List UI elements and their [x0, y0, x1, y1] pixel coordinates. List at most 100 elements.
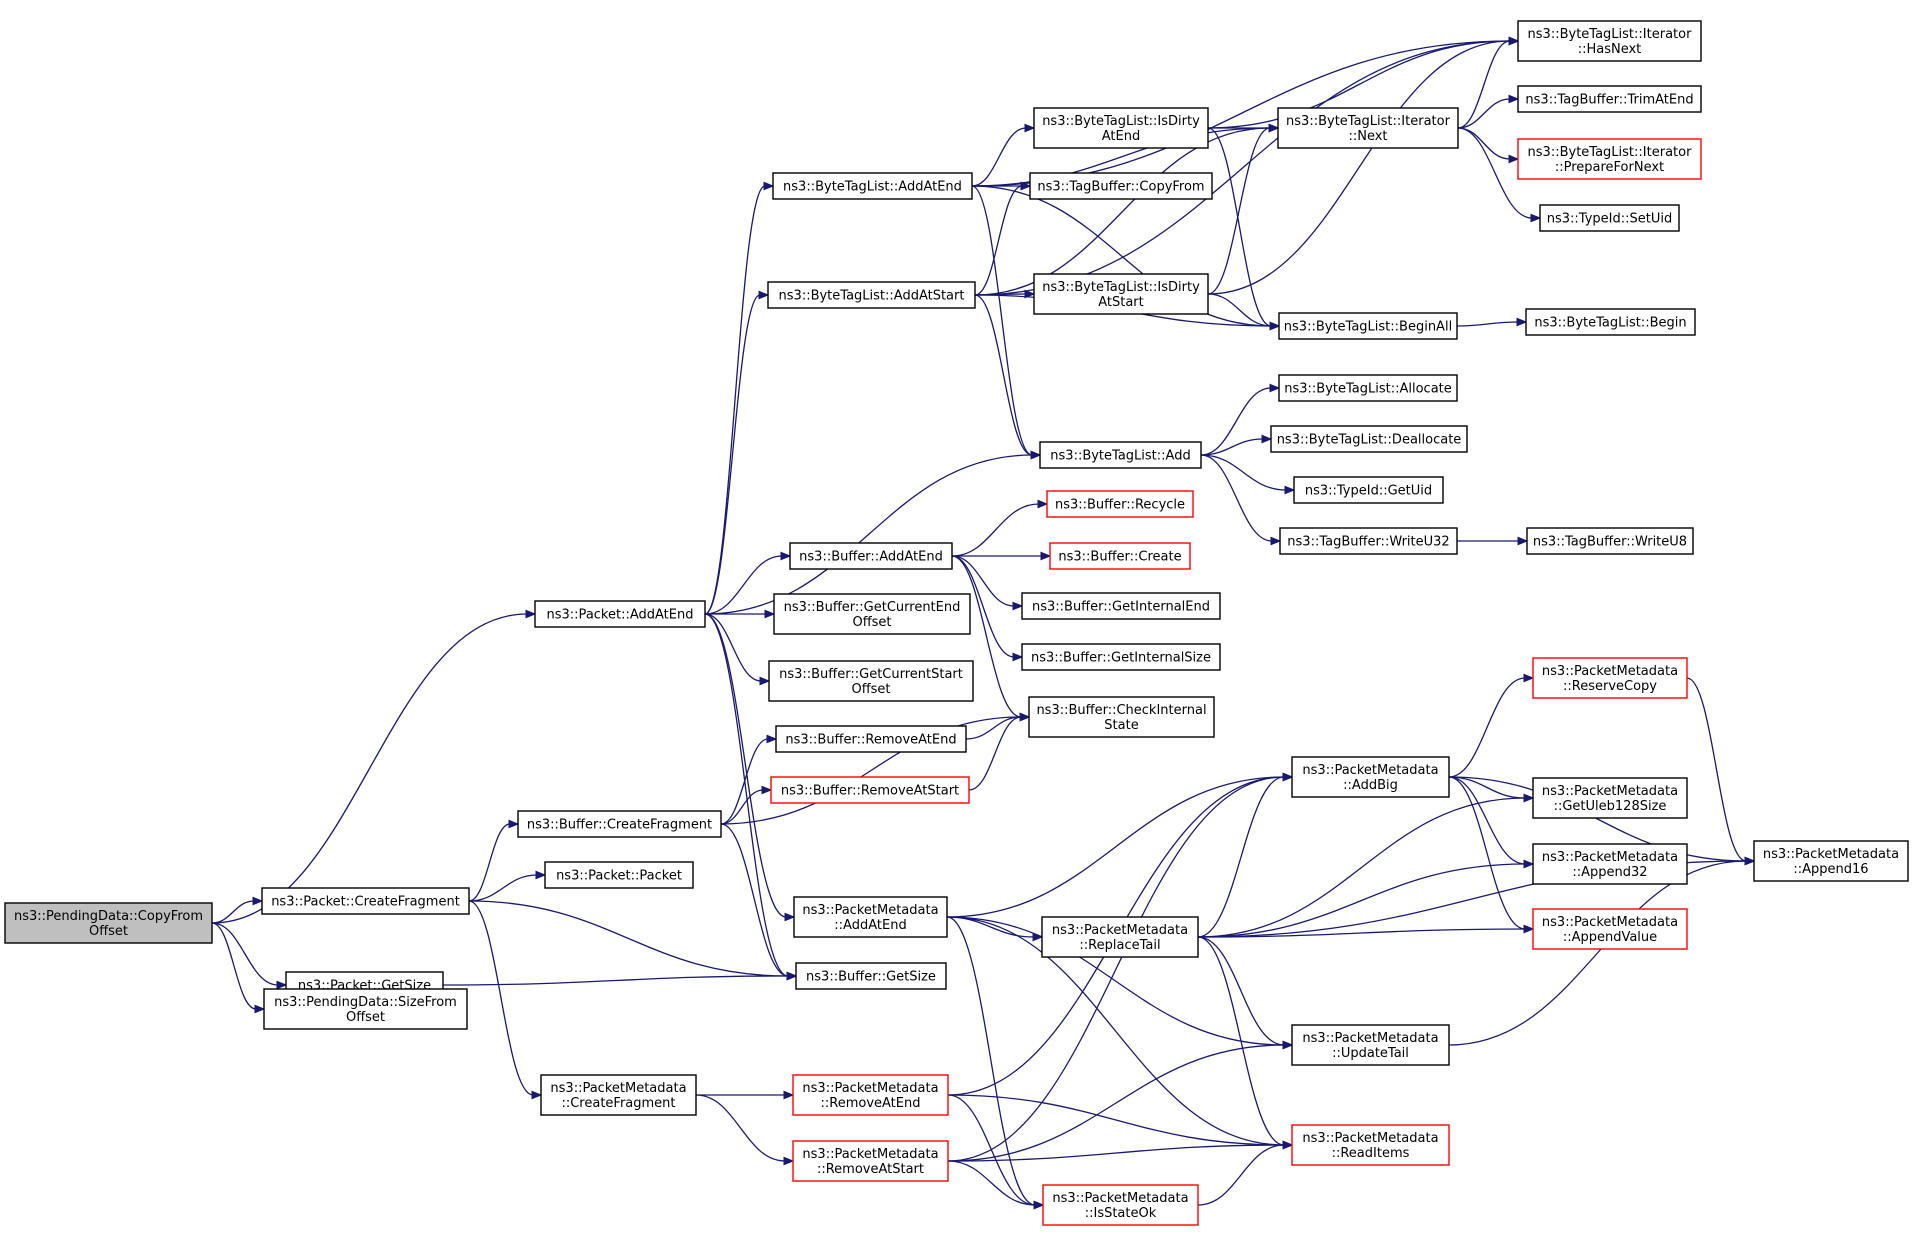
node-packetmetadata-addatend[interactable]: ns3::PacketMetadata::AddAtEnd [793, 896, 948, 938]
node-buffer-getinternalsize[interactable]: ns3::Buffer::GetInternalSize [1021, 643, 1221, 671]
node-bytetaglist-iterator-preparefornext[interactable]: ns3::ByteTagList::Iterator::PrepareForNe… [1517, 138, 1702, 180]
node-label-line: ::PrepareForNext [1555, 160, 1664, 175]
node-tagbuffer-writeu32[interactable]: ns3::TagBuffer::WriteU32 [1279, 527, 1458, 555]
node-label-line: ns3::ByteTagList::Add [1050, 449, 1190, 464]
node-bytetaglist-addatstart[interactable]: ns3::ByteTagList::AddAtStart [767, 281, 976, 309]
call-edge-n31-n30 [1457, 36, 1520, 129]
node-box [1291, 756, 1450, 798]
node-bytetaglist-beginall[interactable]: ns3::ByteTagList::BeginAll [1278, 312, 1458, 340]
node-buffer-create[interactable]: ns3::Buffer::Create [1049, 542, 1191, 570]
node-label-line: ns3::PacketMetadata [1302, 1031, 1438, 1046]
node-packetmetadata-removeatstart[interactable]: ns3::PacketMetadata::RemoveAtStart [792, 1140, 949, 1182]
node-label-line: ns3::ByteTagList::Iterator [1286, 114, 1451, 129]
node-bytetaglist-add[interactable]: ns3::ByteTagList::Add [1039, 441, 1202, 469]
node-bytetaglist-allocate[interactable]: ns3::ByteTagList::Allocate [1278, 374, 1458, 402]
node-box [792, 1140, 949, 1182]
node-buffer-createfragment[interactable]: ns3::Buffer::CreateFragment [517, 810, 722, 838]
node-tagbuffer-writeu8[interactable]: ns3::TagBuffer::WriteU8 [1526, 527, 1694, 555]
node-typeid-getuid[interactable]: ns3::TypeId::GetUid [1293, 476, 1444, 504]
node-buffer-getsize[interactable]: ns3::Buffer::GetSize [795, 962, 947, 990]
node-label-line: Offset [89, 924, 128, 939]
node-label-line: ns3::TagBuffer::WriteU8 [1533, 535, 1687, 550]
call-edge-n1-n10 [704, 613, 771, 686]
call-edge-n1-n15 [704, 613, 796, 922]
node-buffer-removeatstart[interactable]: ns3::Buffer::RemoveAtStart [770, 776, 970, 804]
node-label-line: ns3::Buffer::RemoveAtStart [781, 784, 959, 799]
call-edge-n22-n32 [1207, 293, 1281, 331]
node-box [767, 281, 976, 309]
node-label-line: ns3::Buffer::GetInternalEnd [1032, 600, 1210, 615]
call-edge-n20-n32 [1207, 127, 1281, 331]
node-bytetaglist-iterator-hasnext[interactable]: ns3::ByteTagList::Iterator::HasNext [1517, 20, 1702, 62]
call-edge-n7-n33 [1200, 383, 1281, 456]
node-box [1046, 490, 1194, 518]
node-box [263, 988, 468, 1030]
node-label-line: ns3::PacketMetadata [802, 1147, 938, 1162]
node-box [1278, 312, 1458, 340]
node-label-line: ns3::Buffer::GetSize [806, 970, 936, 985]
node-bytetaglist-iterator-next[interactable]: ns3::ByteTagList::Iterator::Next [1277, 107, 1459, 149]
node-packetmetadata-createfragment[interactable]: ns3::PacketMetadata::CreateFragment [540, 1074, 697, 1116]
call-edge-n5-n7 [971, 185, 1042, 460]
node-packetmetadata-isstateok[interactable]: ns3::PacketMetadata::IsStateOk [1042, 1184, 1199, 1226]
node-buffer-recycle[interactable]: ns3::Buffer::Recycle [1046, 490, 1194, 518]
call-edge-n37-n45 [1448, 673, 1535, 778]
node-label-line: ns3::Buffer::CreateFragment [527, 818, 712, 833]
call-edge-n1-n9 [704, 609, 776, 619]
call-edge-n0-n2 [211, 896, 264, 924]
node-buffer-getinternalend[interactable]: ns3::Buffer::GetInternalEnd [1021, 592, 1221, 620]
node-label-line: ns3::PacketMetadata [1302, 763, 1438, 778]
call-edge-n15-n37 [946, 772, 1294, 918]
node-bytetaglist-addatend[interactable]: ns3::ByteTagList::AddAtEnd [772, 172, 973, 200]
node-box [1278, 374, 1458, 402]
call-edge-n28-n47 [1197, 859, 1535, 938]
node-label-line: ns3::Buffer::GetInternalSize [1031, 651, 1211, 666]
call-edge-n13-n12 [720, 785, 773, 825]
node-packetmetadata-appendvalue[interactable]: ns3::PacketMetadata::AppendValue [1532, 908, 1688, 950]
node-label-line: ns3::ByteTagList::AddAtEnd [783, 180, 962, 195]
node-packet-packet[interactable]: ns3::Packet::Packet [544, 861, 694, 889]
node-box [1021, 643, 1221, 671]
node-bytetaglist-begin[interactable]: ns3::ByteTagList::Begin [1525, 308, 1696, 336]
node-tagbuffer-trimatend[interactable]: ns3::TagBuffer::TrimAtEnd [1517, 85, 1702, 113]
node-box [1039, 441, 1202, 469]
node-packetmetadata-reservecopy[interactable]: ns3::PacketMetadata::ReserveCopy [1532, 657, 1688, 699]
call-edge-n22-n31 [1207, 123, 1280, 295]
node-box [772, 172, 973, 200]
node-packetmetadata-readitems[interactable]: ns3::PacketMetadata::ReadItems [1291, 1124, 1450, 1166]
node-buffer-removeatend[interactable]: ns3::Buffer::RemoveAtEnd [775, 725, 967, 753]
node-label-line: ns3::ByteTagList::Deallocate [1277, 433, 1462, 448]
call-edge-n15-n29 [946, 916, 1045, 1210]
call-edge-n22-n30 [1207, 36, 1520, 295]
node-packetmetadata-updatetail[interactable]: ns3::PacketMetadata::UpdateTail [1291, 1024, 1450, 1066]
node-packetmetadata-removeatend[interactable]: ns3::PacketMetadata::RemoveAtEnd [792, 1074, 949, 1116]
call-edge-n38-n49 [1448, 856, 1756, 1046]
node-packetmetadata-getuleb128size[interactable]: ns3::PacketMetadata::GetUleb128Size [1532, 777, 1688, 819]
node-packet-addatend[interactable]: ns3::Packet::AddAtEnd [534, 600, 706, 628]
node-bytetaglist-deallocate[interactable]: ns3::ByteTagList::Deallocate [1270, 425, 1468, 453]
node-packetmetadata-replacetail[interactable]: ns3::PacketMetadata::ReplaceTail [1041, 916, 1199, 958]
call-edge-n13-n27 [720, 712, 1031, 825]
node-label-line: ns3::PacketMetadata [550, 1081, 686, 1096]
node-label-line: ns3::TagBuffer::CopyFrom [1037, 180, 1204, 195]
node-tagbuffer-copyfrom[interactable]: ns3::TagBuffer::CopyFrom [1029, 172, 1213, 200]
node-label-line: ns3::Buffer::CheckInternal [1036, 703, 1206, 718]
call-edge-n7-n34 [1200, 434, 1273, 456]
node-box [517, 810, 722, 838]
node-packetmetadata-addbig[interactable]: ns3::PacketMetadata::AddBig [1291, 756, 1450, 798]
node-packetmetadata-append16[interactable]: ns3::PacketMetadata::Append16 [1753, 840, 1909, 882]
node-label-line: ns3::Buffer::RemoveAtEnd [785, 733, 956, 748]
node-packet-createfragment[interactable]: ns3::Packet::CreateFragment [261, 887, 470, 915]
node-label-line: ns3::PacketMetadata [1052, 1191, 1188, 1206]
node-buffer-addatend[interactable]: ns3::Buffer::AddAtEnd [789, 542, 953, 570]
node-typeid-setuid[interactable]: ns3::TypeId::SetUid [1539, 204, 1680, 232]
node-label-line: ns3::PendingData::CopyFrom [14, 909, 203, 924]
node-packetmetadata-append32[interactable]: ns3::PacketMetadata::Append32 [1532, 843, 1688, 885]
